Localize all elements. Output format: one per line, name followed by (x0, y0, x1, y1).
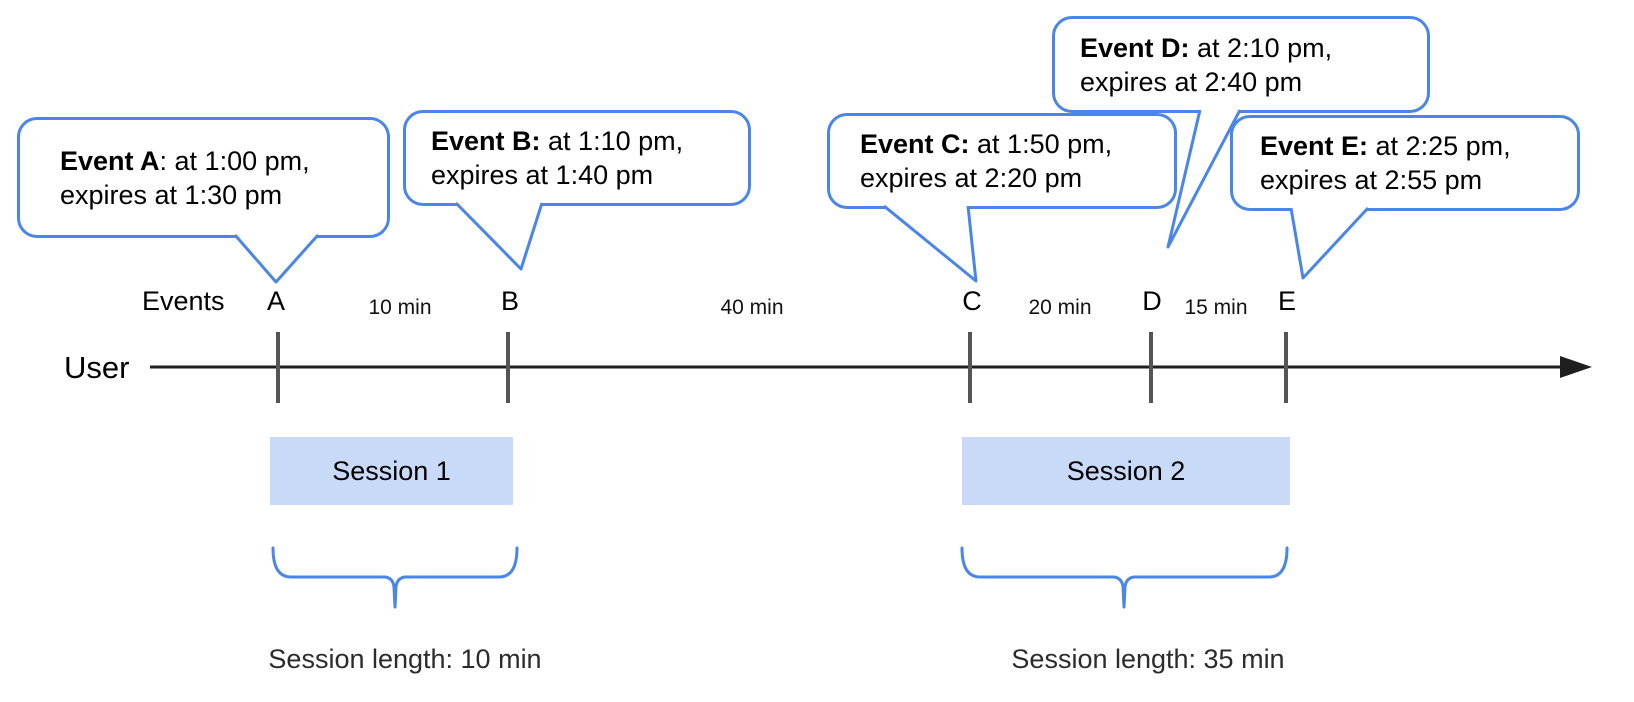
event-a-title: Event A (60, 145, 160, 176)
event-b-bubble: Event B: at 1:10 pm, expires at 1:40 pm (403, 110, 751, 206)
event-c-bubble: Event C: at 1:50 pm, expires at 2:20 pm (827, 113, 1177, 209)
event-a-line1: Event A: at 1:00 pm, (60, 144, 387, 178)
event-e-line1: Event E: at 2:25 pm, (1260, 129, 1577, 163)
event-c-line1: Event C: at 1:50 pm, (860, 127, 1174, 161)
event-a-expiry: expires at 1:30 pm (60, 179, 283, 210)
session-2-label: Session 2 (1066, 455, 1186, 486)
event-c-expiry: expires at 2:20 pm (860, 163, 1083, 193)
event-d-bubble: Event D: at 2:10 pm, expires at 2:40 pm (1052, 16, 1430, 113)
event-d-line1: Event D: at 2:10 pm, (1080, 31, 1427, 65)
events-row-label: Events (142, 286, 225, 316)
event-e-time: at 2:25 pm, (1368, 131, 1511, 161)
event-c-tail (883, 204, 978, 283)
event-e-expiry: expires at 2:55 pm (1260, 165, 1483, 195)
event-d-expiry: expires at 2:40 pm (1080, 66, 1303, 97)
event-e-bubble: Event E: at 2:25 pm, expires at 2:55 pm (1230, 115, 1580, 211)
event-ticks (276, 332, 1288, 403)
session-1-brace (271, 546, 519, 609)
interval-a-b: 10 min (368, 296, 432, 319)
event-e-tail (1289, 206, 1370, 280)
timeline-arrowhead-icon (1560, 356, 1592, 378)
user-row-label: User (64, 350, 130, 385)
session-2-box: Session 2 (962, 437, 1290, 505)
timeline-arrow (150, 356, 1592, 378)
session-1-label: Session 1 (332, 455, 451, 486)
interval-d-e: 15 min (1184, 296, 1248, 319)
event-c-time: at 1:50 pm, (969, 129, 1113, 159)
session-2-length-label: Session length: 35 min (1011, 644, 1285, 674)
tick-letter-d: D (1142, 286, 1162, 316)
session-1-box: Session 1 (270, 437, 513, 505)
event-a-time: : at 1:00 pm, (159, 145, 310, 176)
event-a-bubble: Event A: at 1:00 pm, expires at 1:30 pm (17, 117, 390, 238)
session-2-brace (960, 546, 1289, 609)
tick-letter-e: E (1277, 286, 1297, 316)
event-b-title: Event B: (431, 126, 541, 156)
tick-letter-c: C (962, 286, 982, 316)
event-d-title: Event D: (1080, 32, 1190, 63)
event-b-expiry: expires at 1:40 pm (431, 160, 654, 190)
event-e-title: Event E: (1260, 131, 1369, 161)
event-b-tail (454, 201, 544, 271)
interval-b-c: 40 min (720, 296, 784, 319)
session-braces (271, 546, 1289, 609)
event-b-line1: Event B: at 1:10 pm, (431, 124, 748, 158)
event-a-tail (233, 234, 320, 284)
event-d-time: at 2:10 pm, (1189, 32, 1333, 63)
tick-letter-a: A (266, 286, 286, 316)
session-1-length-label: Session length: 10 min (268, 644, 542, 674)
interval-c-d: 20 min (1028, 296, 1092, 319)
tick-letter-b: B (500, 286, 520, 316)
event-b-time: at 1:10 pm, (540, 126, 684, 156)
event-c-title: Event C: (860, 129, 970, 159)
